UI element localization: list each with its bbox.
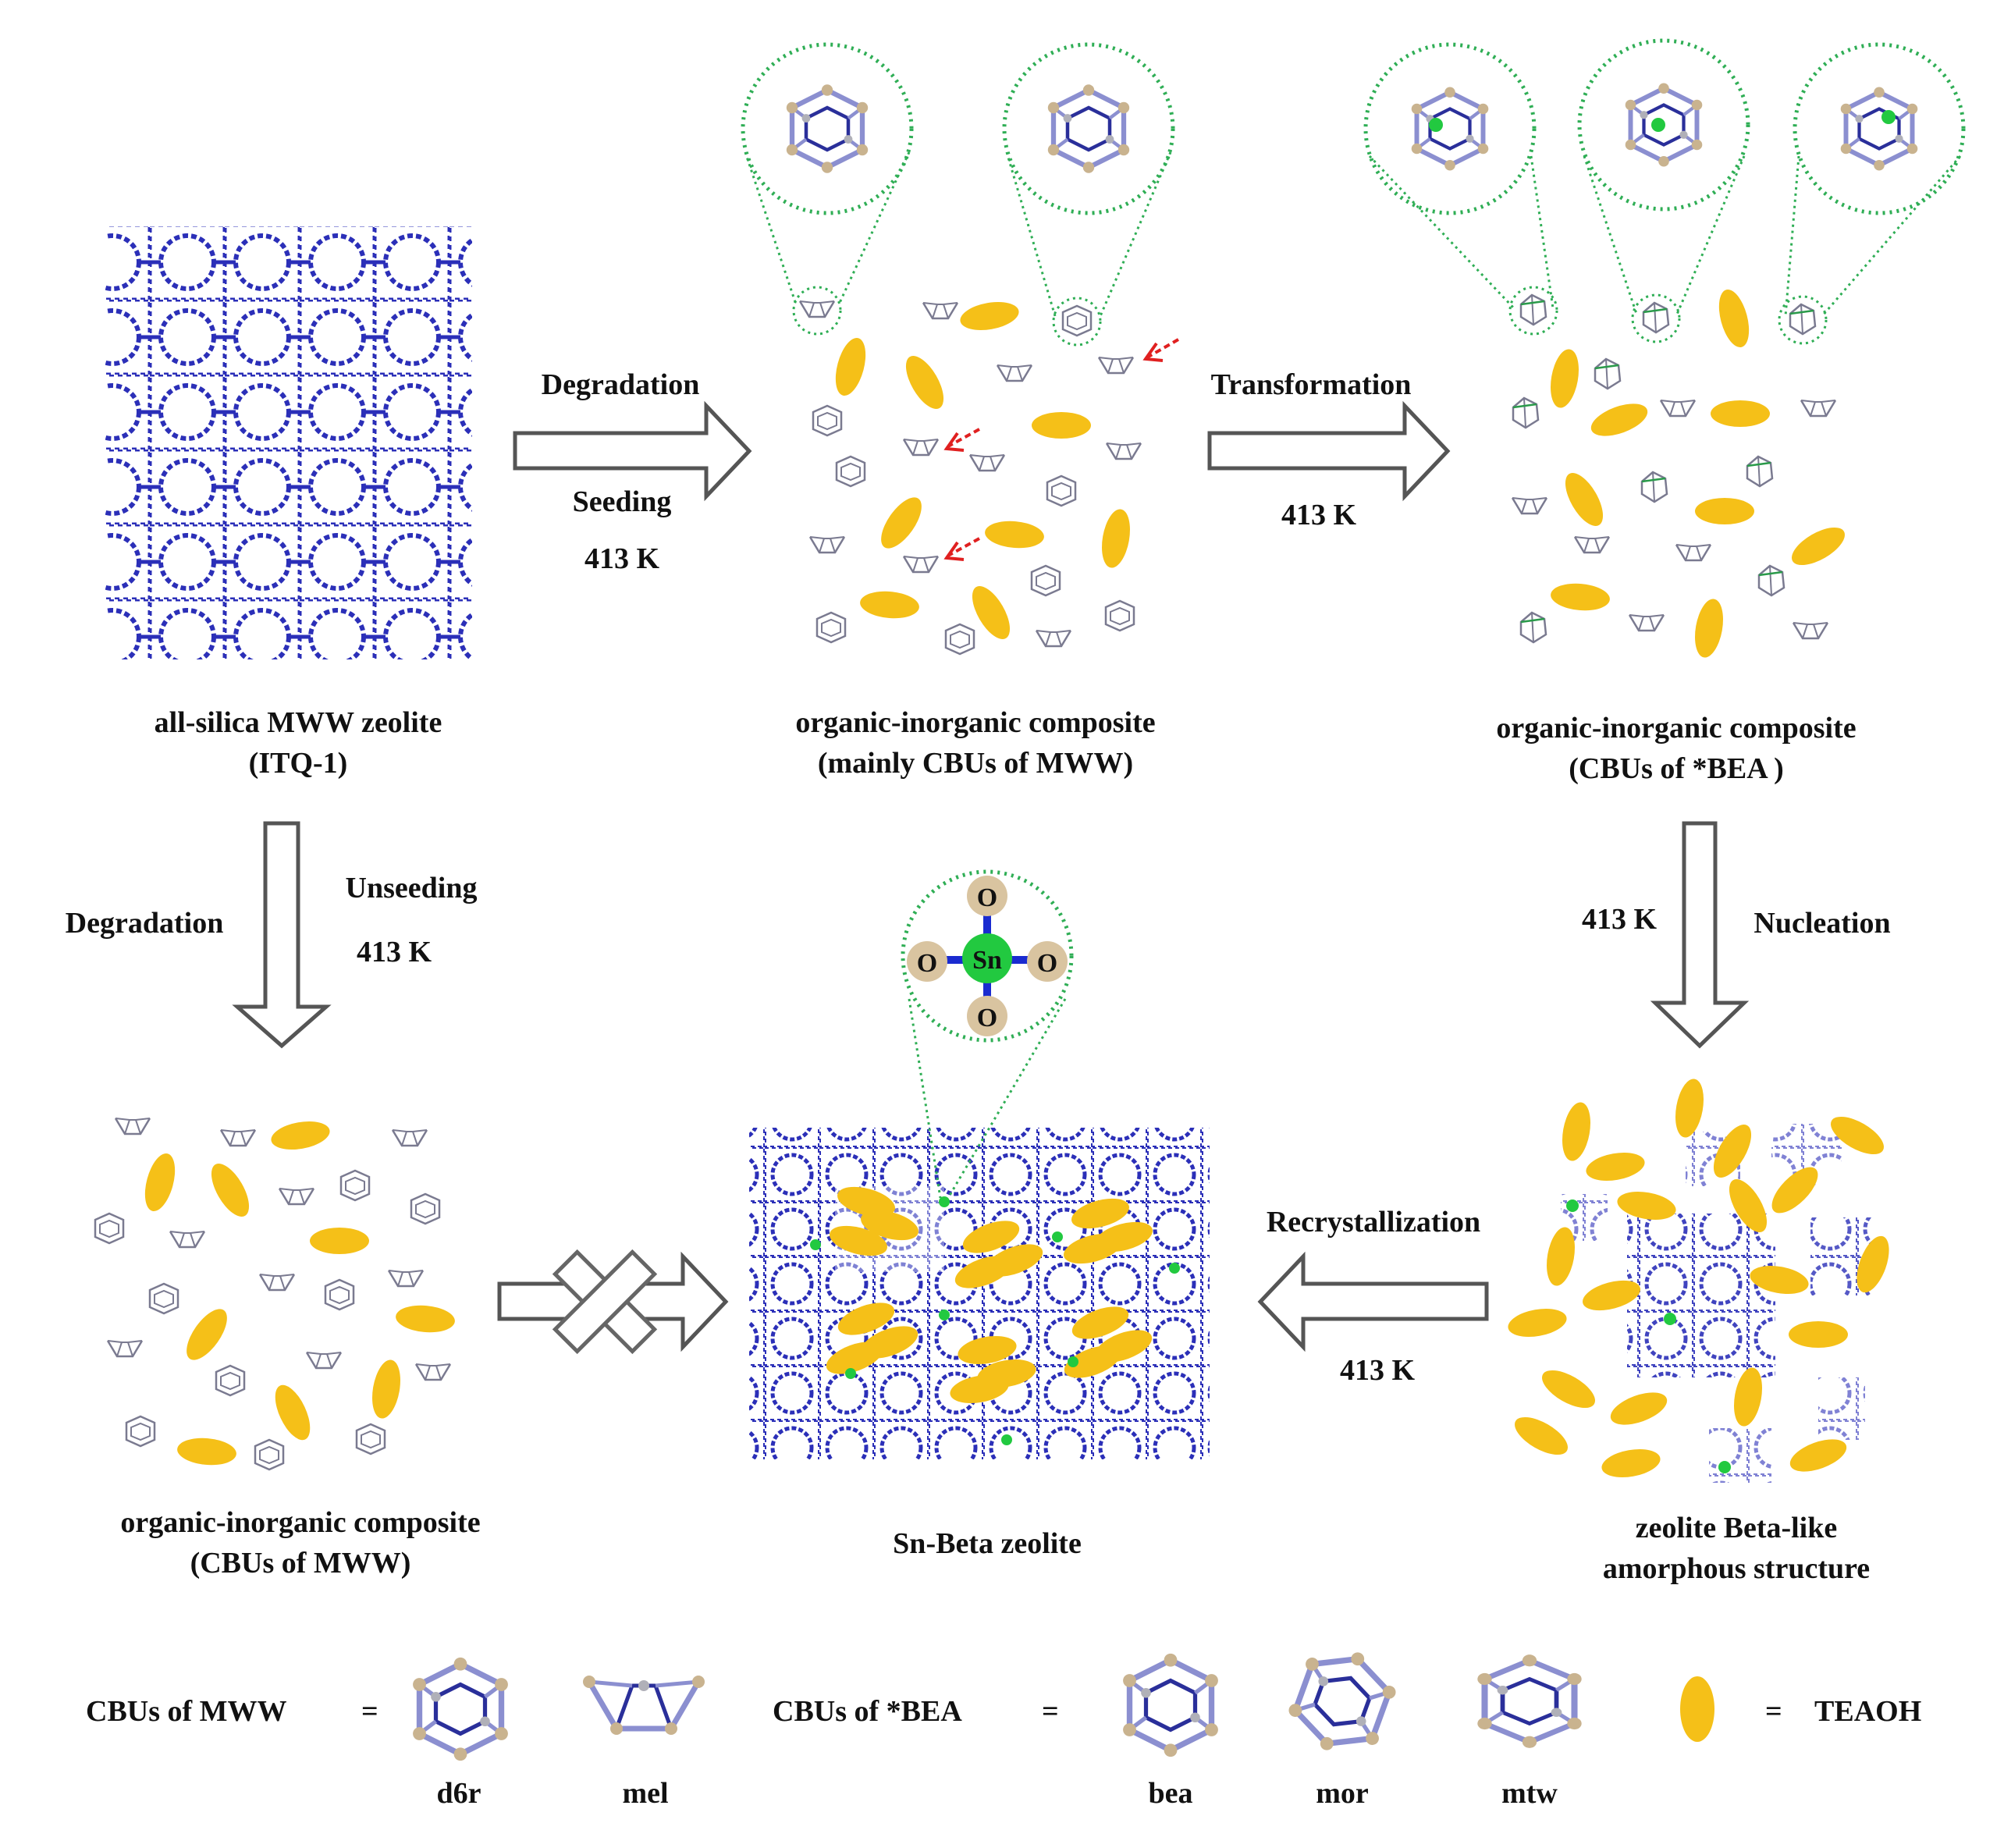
composite-bea xyxy=(1363,38,1966,660)
arrow-degradation-unseeding xyxy=(232,821,332,1049)
composite-mww xyxy=(94,1117,457,1471)
beta-like-label-line2: amorphous structure xyxy=(1603,1552,1870,1585)
legend-mtw-name: mtw xyxy=(1501,1777,1558,1810)
composite-mww-mainly xyxy=(741,42,1179,656)
composite-mww-mainly-label-line1: organic-inorganic composite xyxy=(795,706,1155,739)
arrow-degradation-seeding xyxy=(513,400,752,502)
sn-tetrahedral-site xyxy=(907,876,1068,1036)
legend-teaoh-equals: = xyxy=(1765,1695,1782,1728)
legend-mor-cbu xyxy=(1280,1637,1405,1766)
label-seeding-temp: 413 K xyxy=(584,542,660,575)
label-unseeding: Unseeding xyxy=(346,872,478,904)
legend-bea-equals: = xyxy=(1042,1695,1059,1728)
o-atom-label-left: O xyxy=(917,949,937,978)
legend-mel-cbu xyxy=(583,1676,705,1735)
legend-mel-name: mel xyxy=(622,1777,668,1810)
composite-mww-label-line2: (CBUs of MWW) xyxy=(190,1547,411,1580)
mww-zeolite-label-line1: all-silica MWW zeolite xyxy=(155,706,442,739)
legend-d6r-cbu xyxy=(413,1658,508,1761)
o-atom-label-top: O xyxy=(977,883,997,912)
composite-mww-mainly-label-line2: (mainly CBUs of MWW) xyxy=(818,747,1133,780)
composite-mww-label-line1: organic-inorganic composite xyxy=(120,1506,480,1539)
beta-like-label-line1: zeolite Beta-like xyxy=(1636,1512,1838,1544)
legend-bea-name: bea xyxy=(1149,1777,1193,1810)
legend-bea-label: CBUs of *BEA xyxy=(773,1695,962,1728)
label-seeding: Seeding xyxy=(573,485,672,518)
sn-atom-label: Sn xyxy=(972,946,1002,975)
composite-bea-label-line2: (CBUs of *BEA ) xyxy=(1569,752,1784,785)
legend-d6r-name: d6r xyxy=(437,1777,481,1810)
label-transformation: Transformation xyxy=(1211,368,1412,401)
o-atom-label-right: O xyxy=(1037,949,1057,978)
legend-bea-cbu xyxy=(1123,1654,1218,1757)
composite-bea-label-line1: organic-inorganic composite xyxy=(1496,712,1856,745)
label-recrystallization: Recrystallization xyxy=(1267,1206,1480,1239)
label-transformation-temp: 413 K xyxy=(1281,499,1357,531)
o-atom-label-bottom: O xyxy=(977,1004,997,1032)
legend-mor-name: mor xyxy=(1316,1777,1369,1810)
legend-mww-equals: = xyxy=(361,1695,378,1728)
legend-teaoh-ellipse xyxy=(1680,1676,1714,1742)
sn-beta-framework xyxy=(749,869,1210,1459)
label-nucleation: Nucleation xyxy=(1754,907,1890,940)
legend: CBUs of MWW = d6r mel CBUs of *BEA = xyxy=(86,1637,1921,1810)
cross-mark-icon xyxy=(552,1249,658,1355)
arrow-nucleation xyxy=(1650,821,1750,1049)
label-unseeding-temp: 413 K xyxy=(357,936,432,968)
label-nucleation-temp: 413 K xyxy=(1582,903,1658,936)
label-degradation-left: Degradation xyxy=(66,907,224,940)
arrow-blocked xyxy=(497,1249,729,1355)
legend-teaoh-label: TEAOH xyxy=(1814,1695,1921,1728)
legend-mtw-cbu xyxy=(1477,1654,1581,1748)
label-degradation-top: Degradation xyxy=(542,368,700,401)
legend-mww-label: CBUs of MWW xyxy=(86,1695,287,1728)
beta-like-amorphous xyxy=(1505,1076,1896,1483)
arrow-transformation xyxy=(1207,400,1451,502)
label-recrystallization-temp: 413 K xyxy=(1340,1354,1416,1387)
mww-framework xyxy=(105,226,472,659)
arrow-recrystallization xyxy=(1257,1251,1489,1352)
sn-beta-label: Sn-Beta zeolite xyxy=(893,1527,1082,1560)
mww-zeolite-label-line2: (ITQ-1) xyxy=(249,747,348,780)
